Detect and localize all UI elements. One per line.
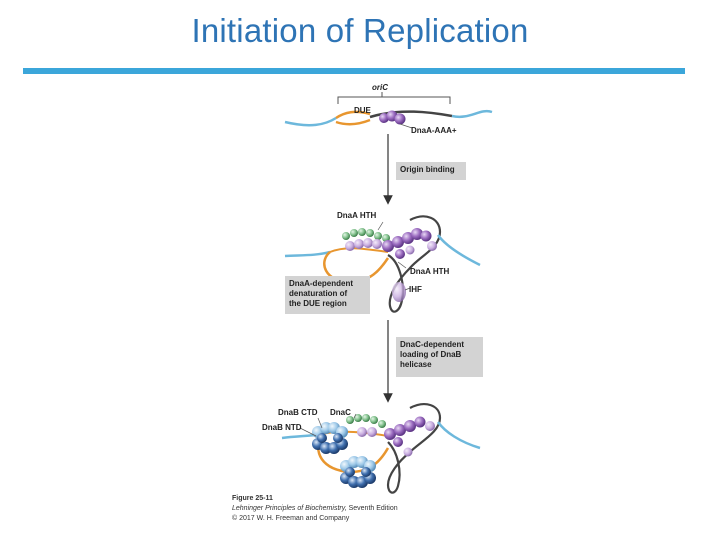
label-dnab-ntd: DnaB NTD <box>262 423 302 432</box>
caption-book: Lehninger Principles of Biochemistry, Se… <box>232 504 398 514</box>
label-oric: oriC <box>372 83 388 92</box>
caption-book-title: Lehninger Principles of Biochemistry, <box>232 505 347 512</box>
step-dnab-loading: DnaC-dependent loading of DnaB helicase <box>396 337 483 377</box>
step-dnab-loading-line-3: helicase <box>400 360 432 369</box>
step-dnab-loading-line-1: DnaC-dependent <box>400 340 464 349</box>
panel-dnaa-bound <box>284 215 481 403</box>
caption-edition: Seventh Edition <box>346 505 398 512</box>
oric-bracket <box>337 96 451 104</box>
dnaa-filament-2 <box>357 416 435 457</box>
dnab-helicase-lower <box>340 456 376 488</box>
dnaa-hth-domains <box>342 228 390 242</box>
step-origin-binding: Origin binding <box>396 162 466 180</box>
panel-origin <box>284 92 493 205</box>
dnac-proteins <box>346 414 386 428</box>
label-dnaa-aaa: DnaA-AAA+ <box>411 126 457 135</box>
label-dnac: DnaC <box>330 408 351 417</box>
label-dnaa-hth-top: DnaA HTH <box>337 211 377 220</box>
label-due: DUE <box>354 106 371 115</box>
ihf-protein <box>392 282 406 302</box>
step-denaturation: DnaA-dependent denaturation of the DUE r… <box>285 276 370 314</box>
label-dnaa-hth-right: DnaA HTH <box>410 267 450 276</box>
panel-dnab-loaded <box>281 403 481 494</box>
figure-caption: Figure 25-11 Lehninger Principles of Bio… <box>232 494 398 524</box>
step-denaturation-line-3: the DUE region <box>289 299 347 308</box>
step-denaturation-line-1: DnaA-dependent <box>289 279 353 288</box>
step-origin-binding-text: Origin binding <box>400 165 455 174</box>
caption-figure-number: Figure 25-11 <box>232 495 273 502</box>
dna-strand-mid <box>369 110 453 119</box>
dna-strand-right <box>451 109 493 119</box>
step-denaturation-line-2: denaturation of <box>289 289 348 298</box>
dnaa-filament <box>345 228 437 259</box>
caption-copyright: © 2017 W. H. Freeman and Company <box>232 515 350 522</box>
dnab-helicase-upper <box>312 422 348 454</box>
label-dnab-ctd: DnaB CTD <box>278 408 318 417</box>
slide-title: Initiation of Replication <box>191 12 529 49</box>
title-rule <box>23 68 685 74</box>
step-dnab-loading-line-2: loading of DnaB <box>400 350 462 359</box>
dna-strand-left <box>284 116 337 127</box>
label-ihf: IHF <box>409 285 422 294</box>
due-segment <box>335 110 371 120</box>
